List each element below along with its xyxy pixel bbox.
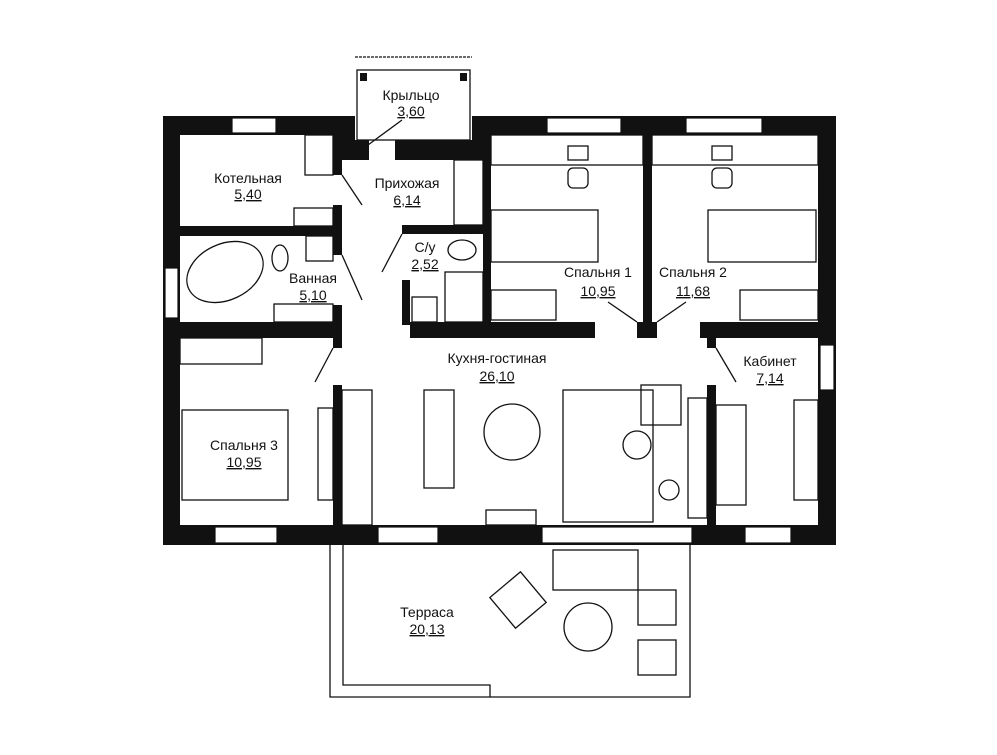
wardrobe	[490, 289, 557, 321]
armchair	[640, 384, 682, 426]
room-name-terrace: Терраса	[400, 604, 454, 620]
sofa	[562, 389, 654, 523]
bed	[707, 209, 817, 263]
desk	[715, 404, 747, 506]
kitchen-island	[423, 389, 455, 489]
wardrobe	[739, 289, 819, 321]
bedroom2-desk-unit	[651, 134, 819, 166]
bath-sink	[305, 235, 334, 262]
windows	[164, 117, 835, 544]
interior-walls	[180, 135, 818, 525]
room-area-porch: 3,60	[397, 103, 424, 119]
shelf	[793, 399, 819, 501]
room-name-bath: Ванная	[289, 270, 337, 286]
wardrobe	[179, 337, 263, 365]
wc-toilet	[447, 239, 477, 261]
room-area-wc: 2,52	[411, 256, 438, 272]
room-name-bedroom3: Спальня 3	[210, 437, 278, 453]
bed	[490, 209, 599, 263]
room-area-hall: 6,14	[393, 192, 420, 208]
room-area-study: 7,14	[756, 370, 783, 386]
side-table	[658, 479, 680, 501]
chair	[567, 167, 589, 189]
bathtub	[186, 240, 264, 304]
hall-wardrobe	[453, 159, 484, 226]
computer-icon	[711, 145, 733, 161]
room-name-porch: Крыльцо	[382, 87, 439, 103]
room-area-bedroom3: 10,95	[226, 454, 261, 470]
furniture	[179, 134, 819, 676]
room-name-boiler: Котельная	[214, 170, 282, 186]
room-area-kitchen: 26,10	[479, 368, 514, 384]
room-labels: Крыльцо 3,60 Котельная 5,40 Прихожая 6,1…	[210, 87, 797, 637]
terrace-chair	[488, 570, 548, 630]
room-name-kitchen: Кухня-гостиная	[447, 350, 546, 366]
shower	[444, 271, 484, 323]
boiler-room-cabinet	[304, 134, 334, 176]
doors	[314, 119, 737, 383]
room-area-terrace: 20,13	[409, 621, 444, 637]
room-area-boiler: 5,40	[234, 186, 261, 202]
bath-cabinet	[273, 303, 334, 323]
tv-stand	[317, 407, 334, 501]
chair	[711, 167, 733, 189]
bedroom1-desk-unit	[490, 134, 644, 166]
room-area-bedroom2: 11,68	[676, 283, 710, 299]
tv-stand	[687, 397, 708, 519]
bed	[181, 409, 289, 501]
boiler-unit	[293, 207, 334, 227]
terrace-chair	[637, 589, 677, 626]
terrace-table	[563, 602, 613, 652]
room-name-hall: Прихожая	[375, 175, 440, 191]
coffee-table	[622, 430, 652, 460]
terrace-outline	[329, 545, 691, 698]
room-name-study: Кабинет	[743, 353, 797, 369]
room-name-bedroom2: Спальня 2	[659, 264, 727, 280]
bath-toilet	[271, 244, 289, 272]
radiator	[485, 509, 537, 526]
kitchen-counter	[341, 389, 373, 526]
room-name-wc: С/у	[415, 239, 436, 255]
room-area-bedroom1: 10,95	[580, 283, 615, 299]
room-area-bath: 5,10	[299, 287, 326, 303]
room-name-bedroom1: Спальня 1	[564, 264, 632, 280]
wc-sink	[411, 296, 438, 323]
terrace-sofa	[552, 549, 639, 591]
computer-icon	[567, 145, 589, 161]
dining-table	[483, 403, 541, 461]
terrace-chair	[637, 639, 677, 676]
